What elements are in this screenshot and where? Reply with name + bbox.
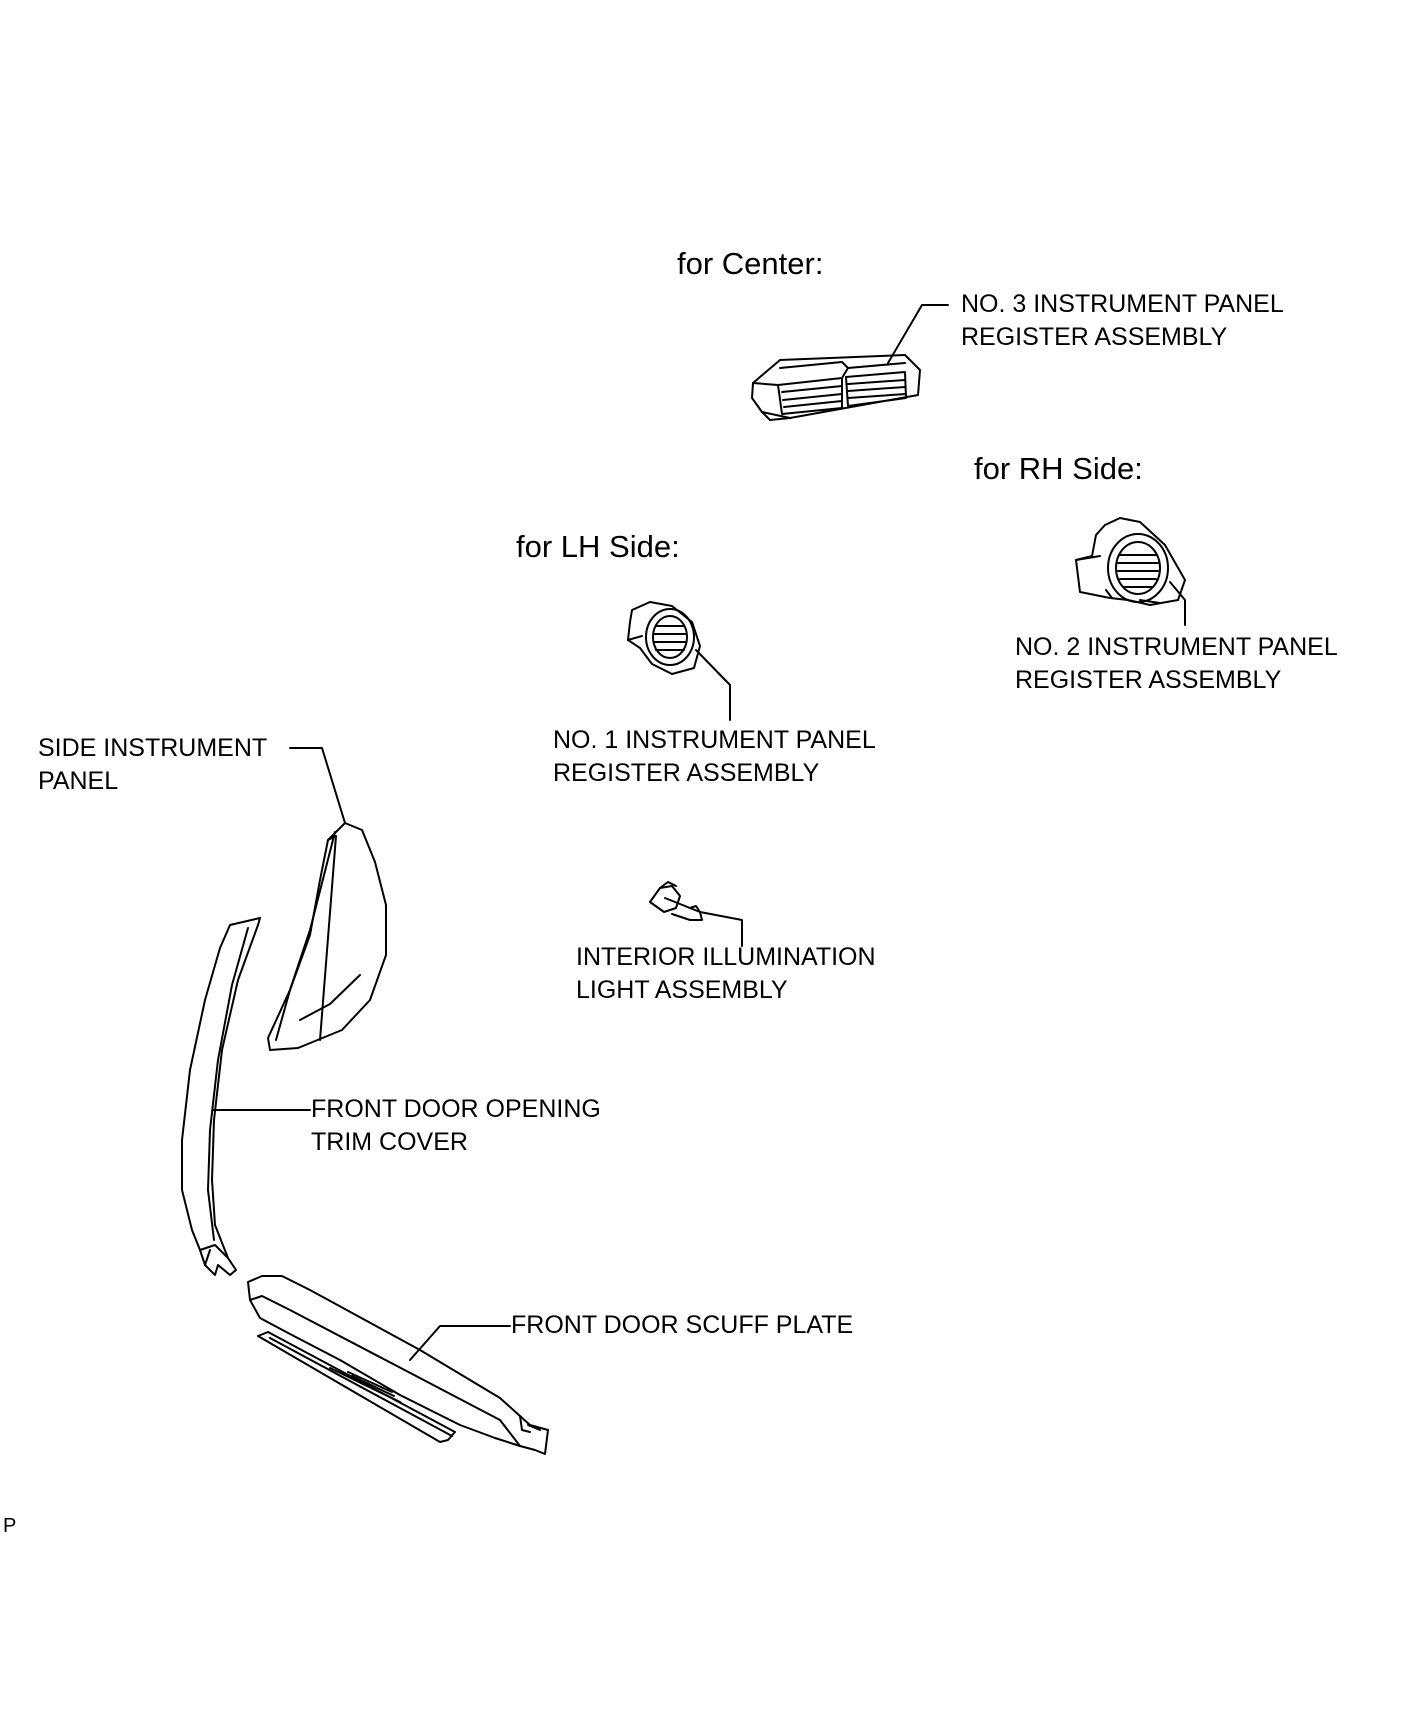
header-center: for Center:: [677, 246, 824, 281]
header-lh-side: for LH Side:: [516, 529, 680, 564]
label-no3-register: NO. 3 INSTRUMENT PANEL REGISTER ASSEMBLY: [961, 290, 1284, 351]
light-leader-line: [699, 911, 743, 947]
front-door-trim-part: [181, 917, 261, 1276]
label-interior-light: INTERIOR ILLUMINATION LIGHT ASSEMBLY: [576, 943, 876, 1004]
no3-register-part: [751, 354, 921, 421]
no2-leader-line: [1169, 581, 1186, 626]
no2-register-part: [1075, 517, 1186, 606]
interior-light-part: [649, 881, 703, 921]
side-instrument-panel-part: [267, 822, 387, 1051]
front-door-scuff-plate-part: [247, 1275, 549, 1455]
figure-code: P: [3, 1515, 17, 1537]
scuff-leader-line: [409, 1325, 511, 1361]
no1-register-part: [627, 601, 701, 675]
label-no1-register: NO. 1 INSTRUMENT PANEL REGISTER ASSEMBLY: [553, 726, 876, 787]
no3-leader-line: [887, 304, 949, 364]
label-front-door-trim: FRONT DOOR OPENING TRIM COVER: [311, 1095, 601, 1156]
no1-leader-line: [695, 649, 731, 721]
header-rh-side: for RH Side:: [974, 451, 1143, 486]
side-panel-leader-line: [289, 747, 346, 824]
label-side-instrument-panel: SIDE INSTRUMENT PANEL: [38, 734, 268, 795]
label-no2-register: NO. 2 INSTRUMENT PANEL REGISTER ASSEMBLY: [1015, 633, 1338, 694]
label-front-door-scuff: FRONT DOOR SCUFF PLATE: [511, 1311, 854, 1339]
